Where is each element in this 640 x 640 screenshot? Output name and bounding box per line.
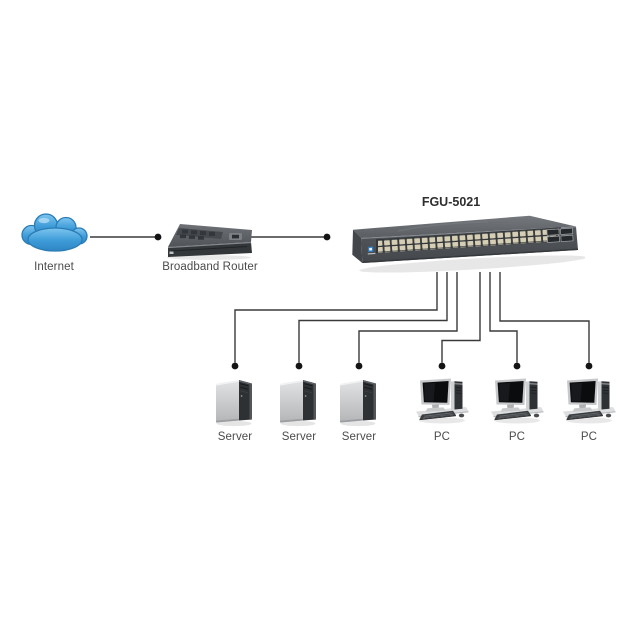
switch-48port-icon bbox=[352, 215, 585, 273]
connection-line-switch-pc1 bbox=[441, 272, 481, 363]
router-label: Broadband Router bbox=[162, 261, 258, 273]
server-label: Server bbox=[217, 431, 253, 443]
pc-icon bbox=[415, 376, 471, 426]
pc-label: PC bbox=[508, 431, 526, 443]
switch-brand-logo bbox=[367, 246, 376, 255]
server-label: Server bbox=[281, 431, 317, 443]
connection-dot bbox=[323, 233, 331, 241]
pc-icon bbox=[562, 376, 618, 426]
connection-line-switch-pc2 bbox=[489, 272, 518, 363]
pc-icon bbox=[490, 376, 546, 426]
connection-dot bbox=[513, 362, 521, 370]
connection-line-switch-server1 bbox=[234, 272, 438, 363]
connection-dot bbox=[231, 362, 239, 370]
connection-line-switch-server2 bbox=[298, 272, 448, 363]
connection-line-switch-pc3 bbox=[499, 272, 590, 363]
connection-dot bbox=[295, 362, 303, 370]
connection-line-switch-server3 bbox=[358, 272, 458, 363]
switch-label: FGU-5021 bbox=[421, 195, 481, 209]
server-label: Server bbox=[341, 431, 377, 443]
cloud-icon bbox=[21, 213, 88, 252]
server-icon bbox=[277, 376, 321, 428]
pc-label: PC bbox=[433, 431, 451, 443]
connection-dot bbox=[154, 233, 162, 241]
connection-dot bbox=[355, 362, 363, 370]
connection-dot bbox=[585, 362, 593, 370]
internet-label: Internet bbox=[34, 261, 74, 273]
server-icon bbox=[213, 376, 257, 428]
server-icon bbox=[337, 376, 381, 428]
pc-label: PC bbox=[580, 431, 598, 443]
broadband-router-icon bbox=[167, 224, 252, 260]
connection-dot bbox=[438, 362, 446, 370]
